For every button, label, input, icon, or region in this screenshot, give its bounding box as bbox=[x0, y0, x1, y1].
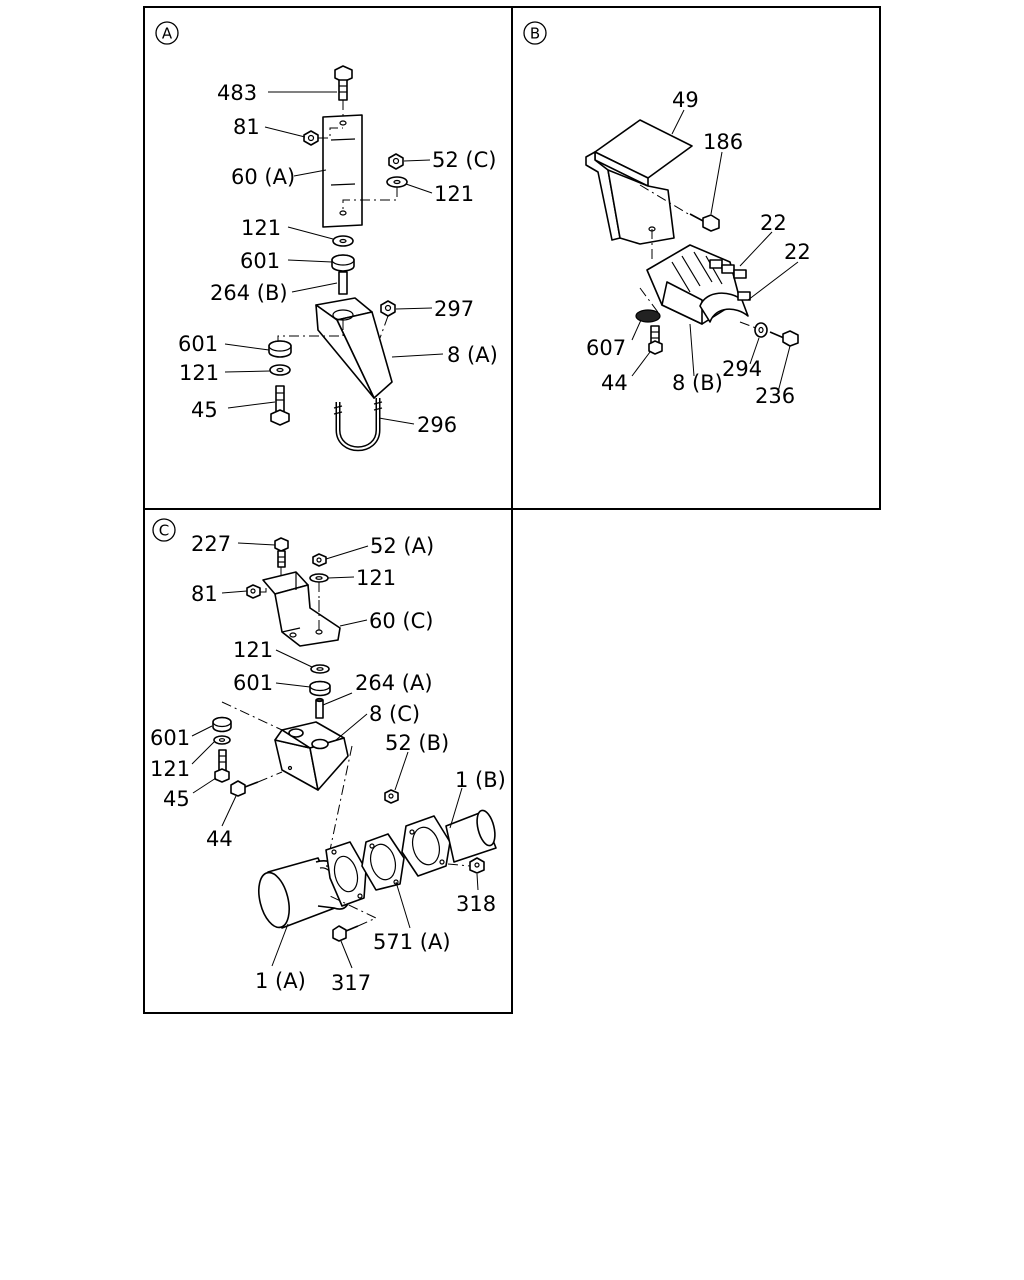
panel-c-frame bbox=[143, 508, 513, 1014]
label-227: 227 bbox=[191, 532, 231, 556]
panel-c-marker-letter: C bbox=[159, 522, 169, 540]
bolt-44-c bbox=[230, 771, 283, 797]
label-121-right: 121 bbox=[434, 182, 474, 206]
pipe-1a bbox=[258, 841, 367, 929]
label-296: 296 bbox=[417, 413, 457, 437]
label-45-c: 45 bbox=[163, 787, 190, 811]
panel-frames bbox=[143, 6, 881, 1014]
bolt-44-b bbox=[648, 325, 663, 355]
label-121-top: 121 bbox=[356, 566, 396, 590]
panel-a-marker-letter: A bbox=[162, 25, 173, 43]
label-121-left-c: 121 bbox=[150, 757, 190, 781]
nut-297 bbox=[379, 300, 396, 339]
washer-121-upper-right bbox=[342, 176, 408, 212]
label-121-left: 121 bbox=[179, 361, 219, 385]
washer-121-left-c bbox=[213, 735, 231, 745]
mount-601-mid-c bbox=[309, 680, 331, 697]
label-121-mid: 121 bbox=[241, 216, 281, 240]
label-264a: 264 (A) bbox=[355, 671, 433, 695]
label-186: 186 bbox=[703, 130, 743, 154]
clamp-8b bbox=[639, 244, 751, 325]
panel-b: B bbox=[523, 21, 811, 408]
label-22-top: 22 bbox=[760, 211, 787, 235]
label-236: 236 bbox=[755, 384, 795, 408]
label-52b: 52 (B) bbox=[385, 731, 449, 755]
washer-121-mid-c bbox=[310, 664, 330, 674]
label-8b: 8 (B) bbox=[672, 371, 723, 395]
label-60c: 60 (C) bbox=[369, 609, 433, 633]
label-318: 318 bbox=[456, 892, 496, 916]
label-607: 607 bbox=[586, 336, 626, 360]
mount-601-left-c bbox=[212, 716, 232, 733]
panel-b-marker-letter: B bbox=[530, 25, 540, 43]
label-52a: 52 (A) bbox=[370, 534, 434, 558]
label-49: 49 bbox=[672, 88, 699, 112]
bracket-8a bbox=[277, 297, 393, 399]
panel-b-frame bbox=[511, 6, 881, 510]
label-52c: 52 (C) bbox=[432, 148, 496, 172]
panel-b-leaders bbox=[631, 109, 799, 393]
bolt-186 bbox=[689, 213, 720, 232]
label-81: 81 bbox=[233, 115, 260, 139]
panel-a-marker: A bbox=[155, 21, 179, 45]
label-1a: 1 (A) bbox=[255, 969, 306, 993]
label-483: 483 bbox=[217, 81, 257, 105]
panel-c-leaders bbox=[191, 542, 479, 969]
panel-b-marker: B bbox=[523, 21, 547, 45]
nut-81 bbox=[303, 127, 343, 146]
label-81-c: 81 bbox=[191, 582, 218, 606]
bracket-60a bbox=[322, 100, 363, 228]
nut-52c bbox=[388, 153, 404, 170]
panel-a-leaders bbox=[224, 91, 444, 425]
ubolt-296 bbox=[333, 398, 383, 452]
label-601-left-c: 601 bbox=[150, 726, 190, 750]
panel-c-marker: C bbox=[152, 518, 176, 542]
label-317: 317 bbox=[331, 971, 371, 995]
mount-601-left bbox=[268, 340, 292, 358]
label-22-right: 22 bbox=[784, 240, 811, 264]
label-60a: 60 (A) bbox=[231, 165, 295, 189]
bolt-317 bbox=[329, 895, 378, 942]
nut-52b bbox=[384, 789, 399, 804]
panel-c: C bbox=[150, 518, 506, 995]
spacer-264b bbox=[338, 271, 348, 295]
label-297: 297 bbox=[434, 297, 474, 321]
bolt-45 bbox=[270, 385, 290, 426]
label-8a: 8 (A) bbox=[447, 343, 498, 367]
spacer-264a bbox=[315, 697, 324, 719]
bracket-49 bbox=[585, 119, 693, 262]
label-44-c: 44 bbox=[206, 827, 233, 851]
panel-a-labels: 483 81 60 (A) 52 (C) 121 121 601 264 (B)… bbox=[178, 81, 498, 437]
bolt-483 bbox=[334, 65, 353, 101]
label-44-b: 44 bbox=[601, 371, 628, 395]
panel-a: A bbox=[155, 21, 498, 452]
washer-121-mid bbox=[332, 235, 354, 247]
mount-601-mid bbox=[331, 254, 355, 272]
label-1b: 1 (B) bbox=[455, 768, 506, 792]
label-121-mid-c: 121 bbox=[233, 638, 273, 662]
label-601-left: 601 bbox=[178, 332, 218, 356]
washer-607 bbox=[635, 309, 661, 323]
bracket-60c bbox=[262, 571, 341, 647]
label-264b: 264 (B) bbox=[210, 281, 288, 305]
panel-c-labels: 227 52 (A) 121 81 60 (C) 121 601 264 (A)… bbox=[150, 532, 506, 995]
label-294: 294 bbox=[722, 357, 762, 381]
nut-318 bbox=[447, 857, 485, 874]
gasket-571a bbox=[361, 833, 405, 891]
label-8c: 8 (C) bbox=[369, 702, 420, 726]
bolt-45-c bbox=[214, 749, 230, 783]
washer-294 bbox=[754, 322, 768, 338]
label-571a: 571 (A) bbox=[373, 930, 451, 954]
washer-121-left bbox=[269, 364, 291, 376]
bracket-8c bbox=[221, 701, 353, 851]
label-601-mid: 601 bbox=[240, 249, 280, 273]
nut-52a bbox=[312, 553, 327, 567]
bolt-236 bbox=[739, 321, 799, 347]
pipe-1b bbox=[401, 809, 497, 877]
label-45: 45 bbox=[191, 398, 218, 422]
label-601-mid-c: 601 bbox=[233, 671, 273, 695]
panel-b-labels: 49 186 22 22 607 44 8 (B) 294 236 bbox=[586, 88, 811, 408]
